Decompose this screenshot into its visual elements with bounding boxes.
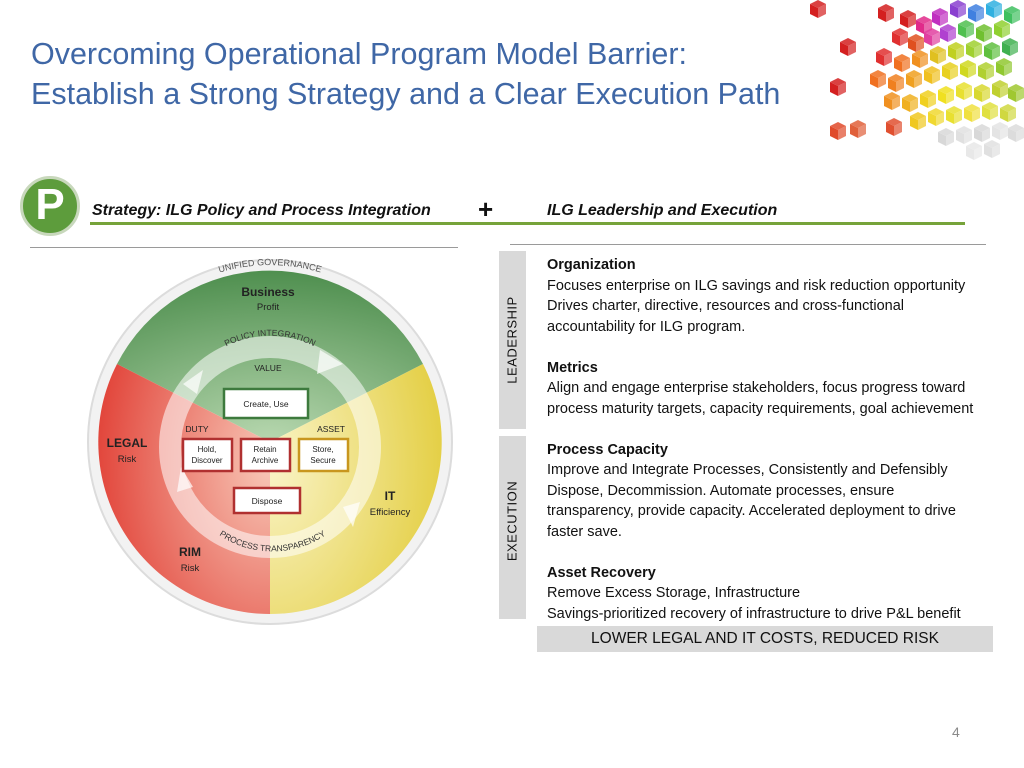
- metrics-line: process maturity targets, capacity requi…: [547, 399, 1017, 420]
- secure-text: Secure: [310, 456, 336, 465]
- page-number: 4: [952, 724, 960, 740]
- process-capacity-line: Improve and Integrate Processes, Consist…: [547, 460, 1017, 481]
- slide-title: Overcoming Operational Program Model Bar…: [31, 34, 821, 114]
- rim-sub-label: Risk: [181, 563, 200, 574]
- execution-side-label: EXECUTION: [505, 481, 520, 561]
- metrics-heading: Metrics: [547, 358, 1017, 379]
- store-text: Store,: [312, 445, 333, 454]
- asset-recovery-line: Remove Excess Storage, Infrastructure: [547, 583, 1017, 604]
- metrics-line: Align and engage enterprise stakeholders…: [547, 378, 1017, 399]
- asset-recovery-line: Savings-prioritized recovery of infrastr…: [547, 604, 1017, 625]
- process-capacity-line: transparency, provide capacity. Accelera…: [547, 501, 1017, 522]
- leadership-execution-details: Organization Focuses enterprise on ILG s…: [547, 255, 1017, 624]
- process-capacity-line: faster save.: [547, 522, 1017, 543]
- summary-banner: LOWER LEGAL AND IT COSTS, REDUCED RISK: [537, 626, 993, 652]
- organization-heading: Organization: [547, 255, 1017, 276]
- decorative-cubes-graphic: [800, 0, 1024, 165]
- business-label: Business: [241, 285, 295, 299]
- hold-text: Hold,: [198, 445, 217, 454]
- retain-text: Retain: [253, 445, 276, 454]
- plus-icon: +: [478, 196, 493, 222]
- legal-sub-label: Risk: [118, 454, 137, 465]
- organization-line: Focuses enterprise on ILG savings and ri…: [547, 276, 1017, 297]
- right-divider: [510, 244, 986, 245]
- ilg-lifecycle-wheel: UNIFIED GOVERNANCE POLICY INTEGRATION PR…: [85, 252, 455, 630]
- value-label: VALUE: [254, 363, 282, 373]
- duty-label: DUTY: [185, 424, 208, 434]
- retain-archive-box: [241, 439, 290, 471]
- left-divider: [30, 247, 458, 248]
- asset-recovery-heading: Asset Recovery: [547, 563, 1017, 584]
- process-capacity-line: Dispose, Decommission. Automate processe…: [547, 481, 1017, 502]
- cube-cluster: [810, 0, 1024, 160]
- title-line-2: Establish a Strong Strategy and a Clear …: [31, 74, 821, 114]
- leadership-side-label: LEADERSHIP: [505, 296, 520, 383]
- it-sub-label: Efficiency: [370, 507, 411, 518]
- leadership-heading: ILG Leadership and Execution: [547, 202, 777, 220]
- organization-line: Drives charter, directive, resources and…: [547, 296, 1017, 317]
- asset-label: ASSET: [317, 424, 345, 434]
- dispose-text: Dispose: [252, 496, 283, 506]
- green-divider: [90, 222, 965, 225]
- strategy-heading: Strategy: ILG Policy and Process Integra…: [92, 202, 431, 220]
- legal-label: LEGAL: [107, 436, 148, 450]
- organization-line: accountability for ILG program.: [547, 317, 1017, 338]
- create-use-text: Create, Use: [243, 399, 289, 409]
- hold-discover-box: [183, 439, 232, 471]
- archive-text: Archive: [252, 456, 279, 465]
- store-secure-box: [299, 439, 348, 471]
- process-capacity-heading: Process Capacity: [547, 440, 1017, 461]
- discover-text: Discover: [191, 456, 222, 465]
- title-line-1: Overcoming Operational Program Model Bar…: [31, 34, 821, 74]
- business-sub-label: Profit: [257, 302, 280, 313]
- p-badge-icon: P: [20, 176, 80, 236]
- it-label: IT: [385, 489, 396, 503]
- rim-label: RIM: [179, 545, 201, 559]
